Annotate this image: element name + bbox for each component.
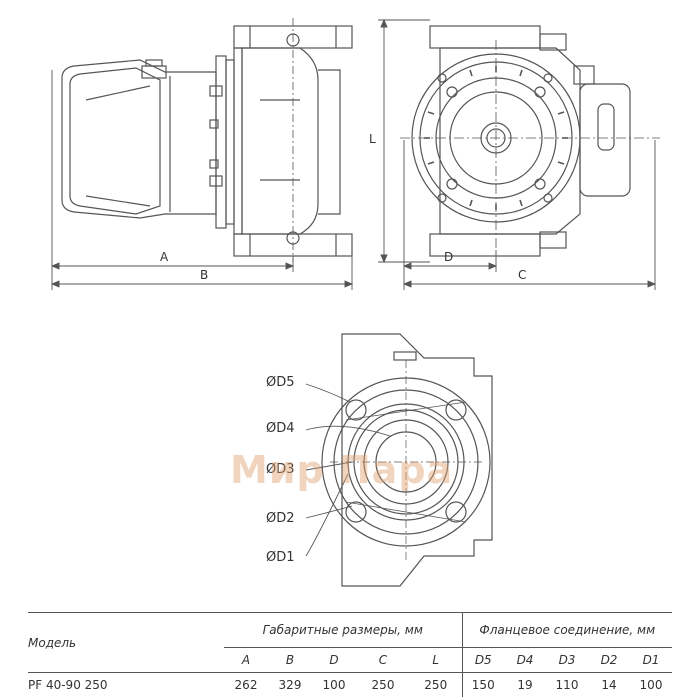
dimension-a-label: A: [160, 250, 169, 264]
overall-dimensions-header: Габаритные размеры, мм: [224, 612, 462, 648]
value-d5-cell: 150: [461, 672, 504, 697]
side-view: [61, 18, 353, 262]
value-c-cell: 250: [356, 672, 410, 697]
value-d4-cell: 19: [504, 672, 546, 697]
column-header-d3: D3: [546, 647, 588, 673]
value-d1-cell: 100: [630, 672, 672, 697]
flange-view: [321, 333, 493, 587]
flange-connection-header: Фланцевое соединение, мм: [461, 612, 672, 648]
spec-table: Модель Габаритные размеры, мм Фланцевое …: [28, 612, 672, 697]
column-header-d2: D2: [588, 647, 630, 673]
callout-d5-label: ØD5: [266, 375, 295, 390]
flange-callouts: [305, 383, 391, 557]
value-d2-cell: 14: [588, 672, 630, 697]
watermark: Мир Пара: [230, 448, 454, 492]
model-name-cell: PF 40-90 250: [28, 672, 224, 697]
callout-d1-label: ØD1: [266, 550, 295, 565]
value-a-cell: 262: [224, 672, 268, 697]
front-dimensions: [378, 18, 657, 290]
side-dimensions: [50, 70, 354, 290]
column-header-d: D: [312, 647, 356, 673]
callout-d3-label: ØD3: [266, 462, 295, 477]
value-l-cell: 250: [410, 672, 462, 697]
value-d-cell: 100: [312, 672, 356, 697]
dimension-d-label: D: [444, 250, 454, 264]
callout-d2-label: ØD2: [266, 511, 295, 526]
column-header-c: C: [356, 647, 410, 673]
dimension-l-label: L: [369, 132, 376, 146]
table-group-header-row: Модель Габаритные размеры, мм Фланцевое …: [28, 612, 672, 673]
column-header-d5: D5: [461, 647, 504, 673]
column-header-d1: D1: [630, 647, 672, 673]
column-header-a: A: [224, 647, 268, 673]
callout-d4-label: ØD4: [266, 421, 295, 436]
column-header-b: B: [268, 647, 312, 673]
table-row: PF 40-90 250 262 329 100 250 250 150 19 …: [28, 672, 672, 697]
model-header: Модель: [28, 612, 224, 673]
dimension-c-label: C: [518, 268, 527, 282]
column-header-d4: D4: [504, 647, 546, 673]
table-column-header-row: A B D C L D5 D4 D3 D2 D1: [28, 647, 672, 673]
value-d3-cell: 110: [546, 672, 588, 697]
column-header-l: L: [410, 647, 462, 673]
technical-drawing: [50, 18, 660, 587]
front-view: [400, 25, 660, 257]
dimension-b-label: B: [200, 268, 209, 282]
value-b-cell: 329: [268, 672, 312, 697]
